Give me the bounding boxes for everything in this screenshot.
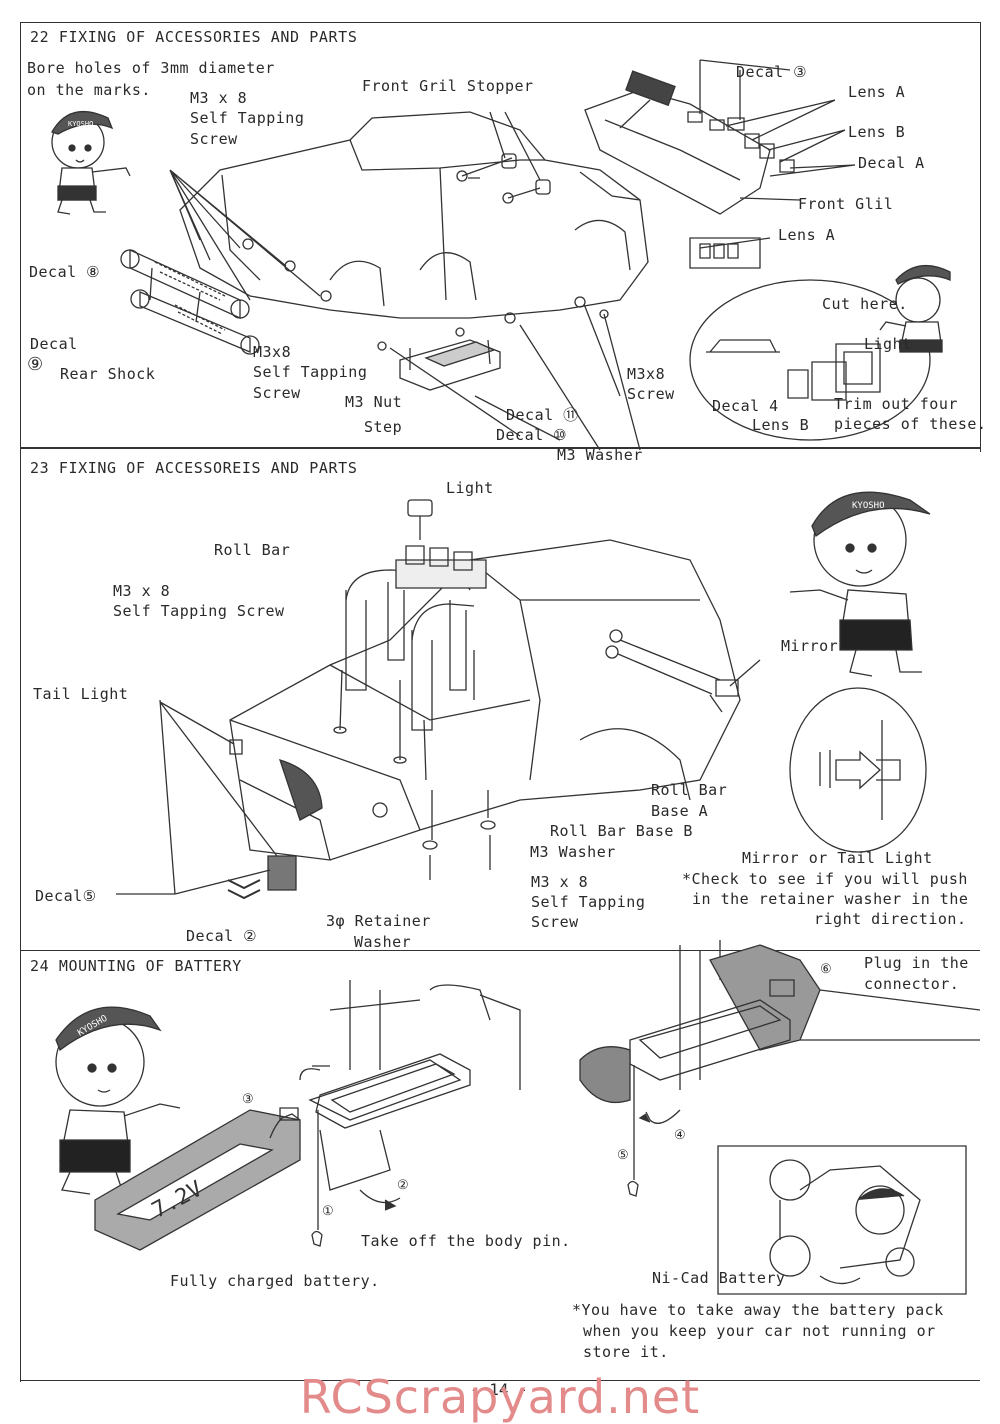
label-decal-9a: Decal	[30, 335, 78, 353]
step-4-marker: ④	[674, 1128, 687, 1143]
label-screw-2: Screw	[253, 384, 301, 402]
label-cut-here: Cut here.	[822, 295, 908, 313]
label-fully-charged: Fully charged battery.	[170, 1272, 380, 1290]
label-retainer-2: Washer	[354, 933, 412, 951]
section-divider-22-23	[20, 447, 980, 449]
label-lens-b-2: Lens B	[752, 416, 810, 434]
label-decal-3: Decal ③	[736, 63, 808, 81]
check-note-2: in the retainer washer in the	[692, 890, 969, 908]
label-roll-bar-base-a-2: Base A	[651, 802, 709, 820]
chassis-right-24	[580, 940, 980, 1196]
step-2-marker: ②	[397, 1178, 410, 1193]
frame-left-rule	[20, 22, 21, 1382]
label-m3-washer-22: M3 Washer	[557, 446, 643, 464]
lens-detail	[690, 238, 930, 440]
label-step: Step	[364, 418, 403, 436]
label-m3x8-23b: M3 x 8	[531, 873, 589, 891]
mascot-boy-22-icon: KYOSHO	[52, 112, 130, 214]
label-decal-2: Decal ②	[186, 927, 258, 945]
frame-bottom-rule	[20, 1380, 980, 1381]
label-m3-washer-23: M3 Washer	[530, 843, 616, 861]
truck-body-22	[180, 112, 648, 318]
label-m3-nut: M3 Nut	[345, 393, 403, 411]
mascot-boy-23-icon: KYOSHO	[790, 492, 930, 676]
label-mirror-or-tail-light: Mirror or Tail Light	[742, 849, 933, 867]
label-roll-bar-base-a-1: Roll Bar	[651, 781, 728, 799]
label-front-glil: Front Glil	[798, 195, 894, 213]
watermark: RCScrapyard.net	[299, 1370, 701, 1424]
label-decal-9b: ⑨	[27, 354, 44, 375]
step-6-marker: ⑥	[820, 962, 833, 977]
label-decal-8: Decal ⑧	[29, 263, 101, 281]
roll-bar-23	[334, 500, 495, 880]
step-3-marker: ③	[242, 1092, 255, 1107]
label-m3x8-2: M3x8	[253, 343, 292, 361]
truck-body-23	[230, 540, 740, 860]
check-note-3: right direction.	[814, 910, 967, 928]
nicad-scene	[718, 1146, 966, 1294]
section-22-title: 22 FIXING OF ACCESSORIES AND PARTS	[30, 28, 358, 46]
label-self-tapping-2: Self Tapping	[253, 363, 368, 381]
label-m3x8-23: M3 x 8	[113, 582, 171, 600]
mascot-boy-22b-icon	[880, 266, 950, 352]
retainer-detail	[790, 688, 926, 852]
label-trim-1: Trim out four	[834, 395, 958, 413]
step-5-marker: ⑤	[617, 1148, 630, 1163]
label-tail-light: Tail Light	[33, 685, 129, 703]
page-number: - 14 -	[470, 1380, 528, 1399]
label-light-22: Light	[864, 335, 912, 353]
label-roll-bar-base-b: Roll Bar Base B	[550, 822, 693, 840]
svg-text:KYOSHO: KYOSHO	[852, 501, 885, 511]
label-rear-shock: Rear Shock	[60, 365, 156, 383]
battery-pack: 7.2V	[95, 1108, 300, 1250]
battery-note-3: store it.	[583, 1343, 669, 1361]
bore-note-1: Bore holes of 3mm diameter	[27, 59, 275, 77]
battery-note-1: *You have to take away the battery pack	[572, 1301, 944, 1319]
svg-text:KYOSHO: KYOSHO	[68, 120, 93, 128]
front-grill	[585, 60, 855, 214]
label-plug-2: connector.	[864, 975, 960, 993]
tail-light-23	[116, 700, 387, 898]
label-self-tapping-23b: Self Tapping	[531, 893, 646, 911]
label-self-tapping-screw-23: Self Tapping Screw	[113, 602, 285, 620]
step-1-marker: ①	[322, 1204, 335, 1219]
label-screw-3: Screw	[627, 385, 675, 403]
battery-note-2: when you keep your car not running or	[583, 1322, 936, 1340]
screw-lines-22	[170, 112, 550, 301]
chassis-left-24	[300, 980, 520, 1246]
label-decal-11: Decal ⑪	[506, 406, 579, 424]
label-decal-5: Decal⑤	[35, 887, 97, 905]
label-retainer-1: 3φ Retainer	[326, 912, 431, 930]
label-take-off-body-pin: Take off the body pin.	[361, 1232, 571, 1250]
label-m3x8-1: M3 x 8	[190, 89, 248, 107]
label-nicad-battery: Ni-Cad Battery	[652, 1269, 786, 1287]
check-note-1: *Check to see if you will push	[682, 870, 968, 888]
label-decal-4: Decal 4	[712, 397, 779, 415]
section-divider-23-24	[20, 950, 980, 951]
label-lens-b: Lens B	[848, 123, 906, 141]
label-light-23: Light	[446, 479, 494, 497]
label-decal-10: Decal ⑩	[496, 426, 568, 444]
label-screw-23b: Screw	[531, 913, 579, 931]
step-part	[378, 297, 640, 450]
label-mirror: Mirror	[781, 637, 839, 655]
label-lens-a: Lens A	[848, 83, 906, 101]
label-plug-1: Plug in the	[864, 954, 969, 972]
section-23-title: 23 FIXING OF ACCESSOREIS AND PARTS	[30, 459, 358, 477]
mirror-23	[606, 630, 760, 712]
label-self-tapping-1: Self Tapping	[190, 109, 305, 127]
rear-shock-bar	[121, 250, 259, 354]
bore-note-2: on the marks.	[27, 81, 151, 99]
label-decal-a: Decal A	[858, 154, 925, 172]
label-trim-2: pieces of these.	[834, 415, 987, 433]
label-front-gril-stopper: Front Gril Stopper	[362, 77, 534, 95]
frame-right-rule	[980, 22, 981, 452]
label-screw-1: Screw	[190, 130, 238, 148]
section-24-title: 24 MOUNTING OF BATTERY	[30, 957, 242, 975]
label-roll-bar: Roll Bar	[214, 541, 291, 559]
frame-top-rule	[20, 22, 980, 23]
label-m3x8-3: M3x8	[627, 365, 666, 383]
label-lens-a-2: Lens A	[778, 226, 836, 244]
